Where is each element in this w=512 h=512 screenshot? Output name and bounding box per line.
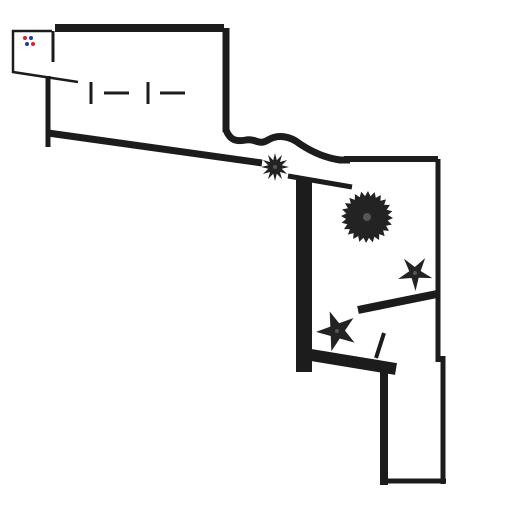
hazard-hub <box>273 165 277 169</box>
ball-icon <box>31 42 35 46</box>
hazards-layer <box>261 153 433 352</box>
small-tick <box>374 332 386 359</box>
start-box-wall <box>11 29 79 84</box>
wavy-ledge <box>222 128 350 164</box>
ball-icon <box>25 42 29 46</box>
level-walls <box>11 24 446 485</box>
ball-icon <box>29 36 33 40</box>
ball-icon <box>23 36 27 40</box>
balls-layer <box>23 36 35 46</box>
middle-shelf <box>357 290 438 314</box>
short-ramp <box>287 173 353 190</box>
hazard-hub <box>363 213 371 221</box>
hazard-hub <box>335 329 339 333</box>
diagonal-floor <box>47 129 263 167</box>
hazard-hub <box>413 271 417 275</box>
